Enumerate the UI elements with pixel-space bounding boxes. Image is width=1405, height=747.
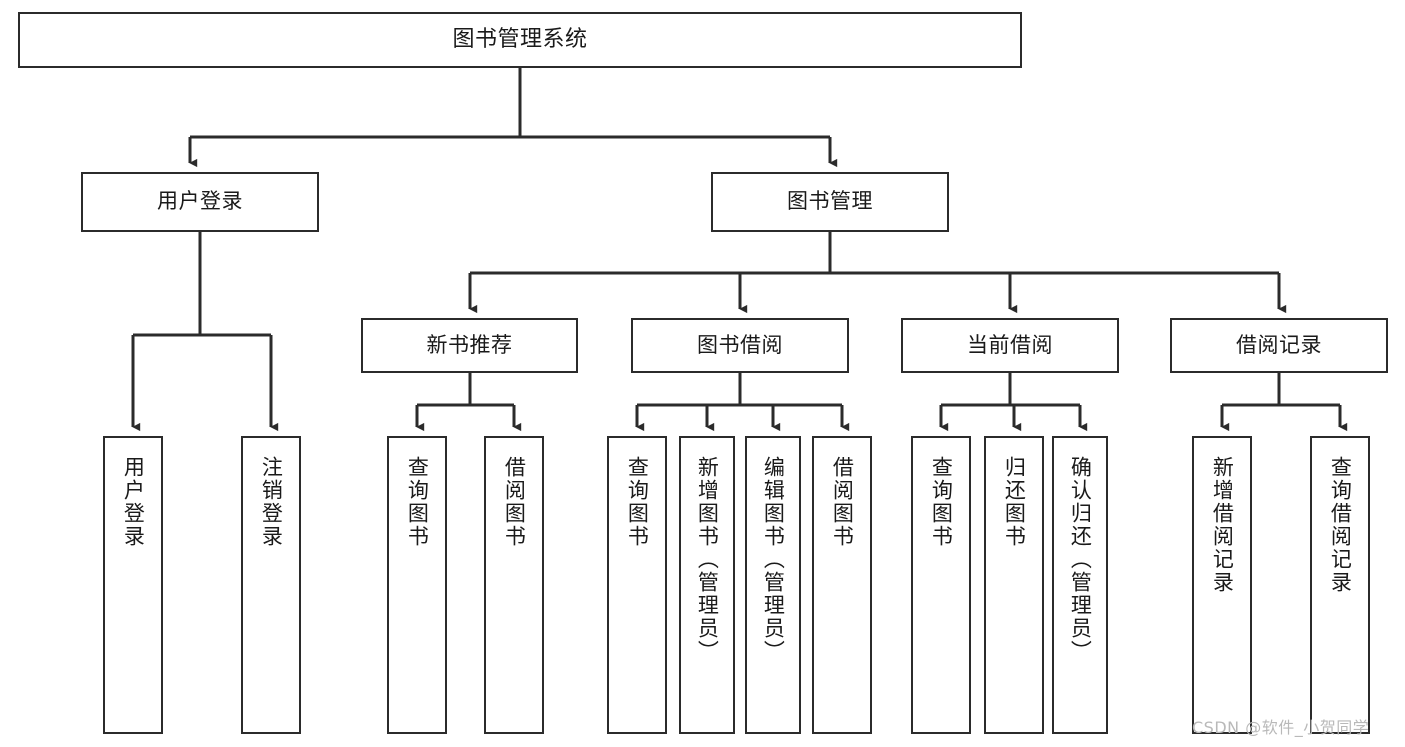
node-leaf-return-books[interactable]: 归还图书 [984,436,1044,734]
node-leaf-query-books-1-label: 查询图书 [405,456,430,548]
node-leaf-logout-login[interactable]: 注销登录 [241,436,301,734]
node-book-management-label: 图书管理 [787,189,873,214]
node-root-label: 图书管理系统 [452,26,588,52]
node-leaf-query-books-1[interactable]: 查询图书 [387,436,447,734]
node-new-book-recommend-label: 新书推荐 [426,332,513,357]
node-user-login-label: 用户登录 [157,189,243,214]
node-borrow-record-label: 借阅记录 [1236,332,1322,357]
node-leaf-query-books-3-label: 查询图书 [929,456,954,548]
node-leaf-return-books-label: 归还图书 [1002,456,1027,548]
node-leaf-borrow-books-2[interactable]: 借阅图书 [812,436,872,734]
node-leaf-borrow-books-1[interactable]: 借阅图书 [484,436,544,734]
node-leaf-add-borrow-record-label: 新增借阅记录 [1210,456,1235,594]
node-leaf-edit-book-admin-label: 编辑图书（管理员） [761,456,786,663]
node-leaf-query-borrow-record-label: 查询借阅记录 [1328,456,1353,594]
node-leaf-query-books-2[interactable]: 查询图书 [607,436,667,734]
node-leaf-confirm-return-admin-label: 确认归还（管理员） [1068,456,1093,663]
node-leaf-edit-book-admin[interactable]: 编辑图书（管理员） [745,436,801,734]
node-leaf-add-book-admin-label: 新增图书（管理员） [695,456,720,663]
node-borrow-record[interactable]: 借阅记录 [1170,318,1388,373]
node-new-book-recommend[interactable]: 新书推荐 [361,318,578,373]
node-book-borrow[interactable]: 图书借阅 [631,318,849,373]
node-leaf-user-login-label: 用户登录 [121,456,146,548]
node-book-management[interactable]: 图书管理 [711,172,949,232]
node-current-borrow-label: 当前借阅 [967,332,1053,357]
node-book-borrow-label: 图书借阅 [697,332,783,357]
node-current-borrow[interactable]: 当前借阅 [901,318,1119,373]
node-root[interactable]: 图书管理系统 [18,12,1022,68]
node-leaf-user-login[interactable]: 用户登录 [103,436,163,734]
node-leaf-add-book-admin[interactable]: 新增图书（管理员） [679,436,735,734]
node-leaf-confirm-return-admin[interactable]: 确认归还（管理员） [1052,436,1108,734]
node-leaf-query-books-2-label: 查询图书 [625,456,650,548]
node-leaf-borrow-books-2-label: 借阅图书 [830,456,855,548]
node-leaf-borrow-books-1-label: 借阅图书 [502,456,527,548]
node-leaf-add-borrow-record[interactable]: 新增借阅记录 [1192,436,1252,734]
csdn-watermark: CSDN @软件_小贺同学 [1192,718,1370,737]
node-leaf-query-borrow-record[interactable]: 查询借阅记录 [1310,436,1370,734]
node-leaf-logout-login-label: 注销登录 [259,456,284,548]
node-user-login[interactable]: 用户登录 [81,172,319,232]
node-leaf-query-books-3[interactable]: 查询图书 [911,436,971,734]
